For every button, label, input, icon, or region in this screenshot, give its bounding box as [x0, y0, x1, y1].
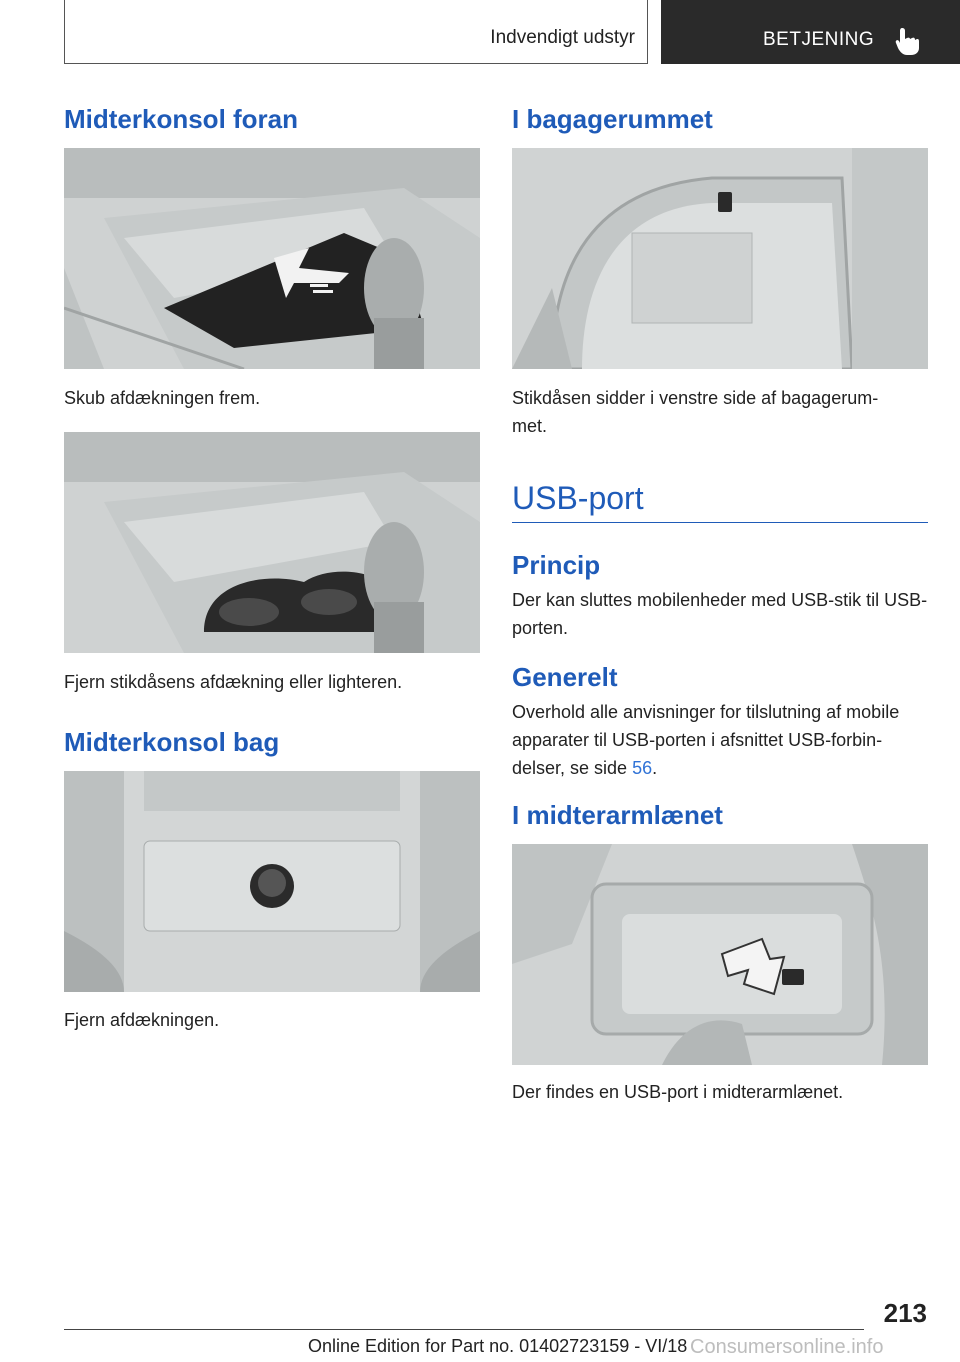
page-link-56[interactable]: 56: [632, 758, 653, 778]
page-number: 213: [883, 1298, 927, 1328]
chapter-label: BETJENING: [763, 29, 875, 50]
caption-armrest: Der findes en USB-port i midterarmlænet.: [512, 1082, 844, 1102]
edition-text: Online Edition for Part no. 01402723159 …: [308, 1336, 688, 1356]
caption-push-cover: Skub afdækningen frem.: [64, 388, 261, 408]
heading-princip: Princip: [512, 550, 601, 580]
heading-trunk: I bagagerummet: [512, 104, 713, 134]
chapter-tab: BETJENING: [661, 0, 960, 64]
section-tab: Indvendigt udstyr: [64, 0, 648, 64]
figure-front-console-socket: [64, 432, 480, 653]
figure-armrest-usb: [512, 844, 928, 1065]
generelt-body: Overhold alle anvisninger for tilslutnin…: [512, 702, 900, 778]
caption-remove-cover: Fjern afdækningen.: [64, 1010, 220, 1030]
generelt-end: .: [652, 758, 658, 778]
heading-armrest: I midterarmlænet: [512, 800, 723, 830]
caption-trunk: Stikdåsen sidder i venstre side af bagag…: [512, 384, 928, 440]
figure-rear-console: [64, 771, 480, 992]
figure-front-console-cover: [64, 148, 480, 369]
usb-heading-rule: [512, 522, 928, 523]
heading-generelt: Generelt: [512, 662, 618, 692]
section-label: Indvendigt udstyr: [490, 27, 635, 48]
page-header: Indvendigt udstyr BETJENING: [0, 0, 960, 66]
generelt-text: Overhold alle anvisninger for tilslutnin…: [512, 698, 928, 782]
princip-text: Der kan sluttes mobilenheder med USB-sti…: [512, 590, 928, 638]
caption-remove-socket-cover: Fjern stikdåsens afdækning eller lighter…: [64, 672, 403, 692]
footer-rule: [64, 1329, 864, 1330]
hand-pointer-icon: [895, 28, 919, 55]
watermark: Consumersonline.info: [690, 1336, 884, 1358]
heading-front-console: Midterkonsol foran: [64, 104, 299, 134]
figure-trunk-socket: [512, 148, 928, 369]
caption-trunk-line2: met.: [512, 416, 548, 436]
caption-trunk-line1: Stikdåsen sidder i venstre side af bagag…: [512, 388, 879, 408]
heading-rear-console: Midterkonsol bag: [64, 727, 280, 757]
heading-usb-port: USB-port: [512, 480, 644, 516]
